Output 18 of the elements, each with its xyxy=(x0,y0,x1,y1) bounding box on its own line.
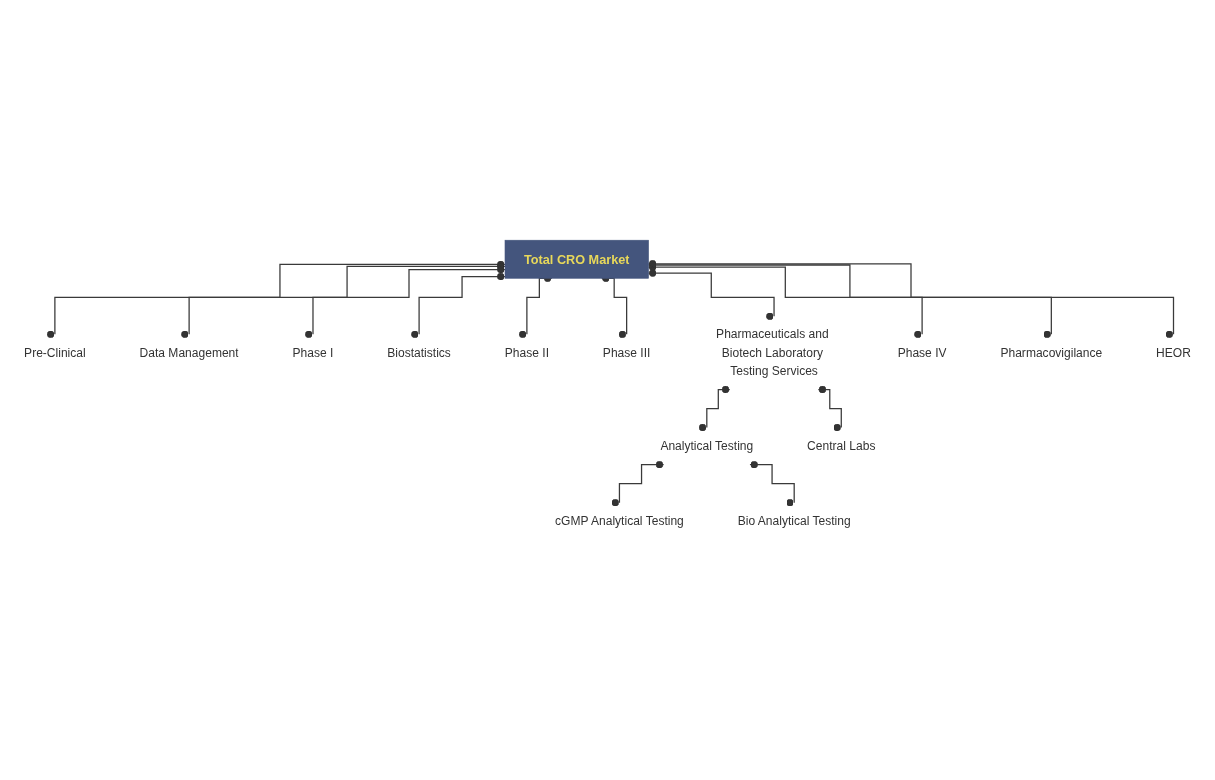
node-box: Total CRO Market xyxy=(504,239,649,279)
node-text: Pharmacovigilance xyxy=(1000,345,1103,360)
node-text: HEOR xyxy=(1156,345,1191,360)
node-text: cGMP Analytical Testing xyxy=(555,514,684,528)
node-text: Pharmaceuticals and Biotech Laboratory Testing Services xyxy=(716,327,829,378)
node-text: Biostatistics xyxy=(387,345,451,360)
node-text: Phase I xyxy=(292,345,334,360)
node-text: Phase III xyxy=(602,345,651,360)
node-text: Data Management xyxy=(139,345,239,360)
connector xyxy=(615,460,665,504)
node-text: Phase II xyxy=(504,345,549,360)
node-text: Bio Analytical Testing xyxy=(737,514,851,528)
node-text: Central Labs xyxy=(807,438,876,453)
connector xyxy=(647,269,778,317)
node-text: Pre-Clinical xyxy=(24,345,86,360)
node-text: Phase IV xyxy=(897,345,947,360)
connector xyxy=(749,460,798,504)
node-text: Analytical Testing xyxy=(660,438,754,453)
